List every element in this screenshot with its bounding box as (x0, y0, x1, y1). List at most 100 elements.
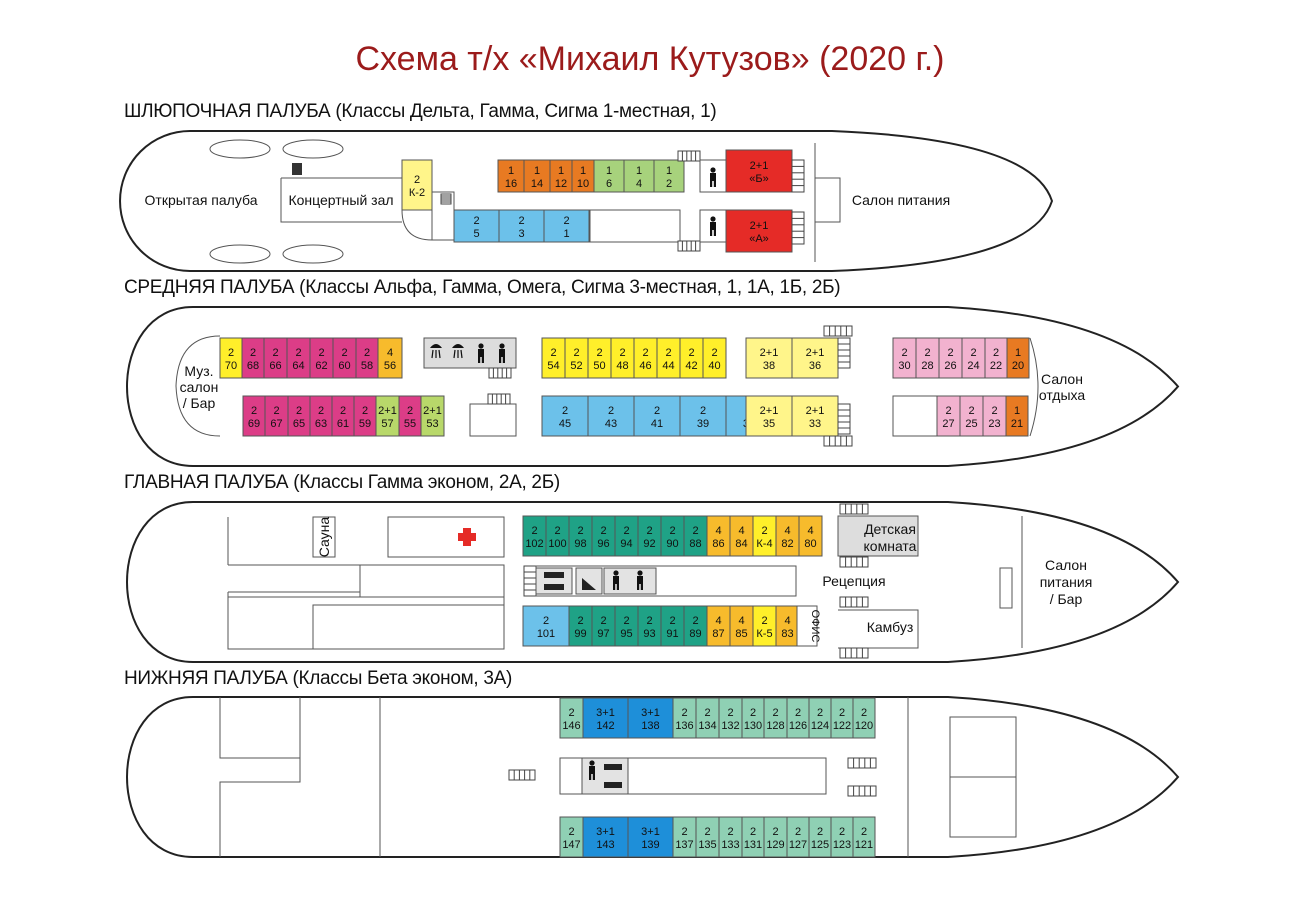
cabin-occupancy: 2 (273, 405, 279, 417)
cabin-number: 14 (531, 178, 543, 190)
boat-cabin: 23 (498, 209, 545, 243)
corridor-box (892, 395, 938, 437)
middle-cabin: 228 (915, 337, 940, 379)
cabin-occupancy: 2 (924, 347, 930, 359)
stairs (823, 325, 853, 337)
cabin-occupancy: 2 (577, 525, 583, 537)
cabin-occupancy: 2 (318, 405, 324, 417)
cabin-occupancy: 1 (580, 165, 586, 177)
cabin-occupancy: 2 (700, 405, 706, 417)
lifeboat (209, 139, 271, 159)
cabin-number: 134 (698, 720, 716, 732)
main-cabin: 295 (614, 605, 639, 647)
cabin-occupancy: 2 (568, 707, 574, 719)
cabin-occupancy: 2 (295, 347, 301, 359)
cabin-number: 52 (570, 360, 582, 372)
washer-icon (544, 584, 564, 590)
middle-cabin: 2+133 (791, 395, 839, 437)
cabin-occupancy: 2 (318, 347, 324, 359)
stairs (791, 159, 805, 193)
cabin-number: 50 (593, 360, 605, 372)
boat-cabin: 16 (593, 159, 625, 193)
cabin-number: 35 (763, 418, 775, 430)
cabin-occupancy: 2 (727, 707, 733, 719)
cabin-occupancy: 2 (550, 347, 556, 359)
cabin-occupancy: 3+1 (596, 707, 615, 719)
cabin-occupancy: 2 (704, 826, 710, 838)
cabin-occupancy: 2 (642, 347, 648, 359)
cabin-number: 125 (811, 839, 829, 851)
kids-room-label: комната (864, 538, 917, 554)
boat-cabin: 114 (523, 159, 551, 193)
cabin-occupancy: 2+1 (750, 160, 769, 172)
cabin-number: 92 (643, 538, 655, 550)
cabin-occupancy: 2+1 (760, 405, 779, 417)
cabin-number: 95 (620, 628, 632, 640)
boat-cabin: 2+1«Б» (725, 149, 793, 193)
cabin-number: 26 (944, 360, 956, 372)
middle-cabin: 266 (263, 337, 288, 379)
music-salon-wall (175, 335, 221, 437)
cabin-occupancy: 2 (608, 405, 614, 417)
wc-icon (613, 570, 619, 590)
wc-icon (710, 216, 716, 236)
cabin-occupancy: 2 (251, 405, 257, 417)
cabin-number: 85 (735, 628, 747, 640)
cabin-number: 61 (337, 418, 349, 430)
concert-hall-wall (280, 177, 402, 223)
dining-salon-label: / Бар (1050, 591, 1083, 607)
cabin-occupancy: 2 (945, 405, 951, 417)
cabin-number: 48 (616, 360, 628, 372)
cabin-number: 138 (641, 720, 659, 732)
middle-cabin: 456 (377, 337, 403, 379)
cabin-occupancy: 2 (362, 405, 368, 417)
boat-cabin: 2+1«А» (725, 209, 793, 253)
cabin-number: 3 (518, 228, 524, 240)
open-deck-label: Открытая палуба (145, 192, 258, 208)
washer-icon (544, 572, 564, 578)
wc-icon (478, 343, 484, 363)
stairs (523, 565, 537, 597)
cabin-occupancy: 2 (414, 174, 420, 186)
cabin-occupancy: 3+1 (641, 707, 660, 719)
cabin-occupancy: 1 (534, 165, 540, 177)
middle-cabin: 2+157 (375, 395, 400, 437)
cabin-number: 94 (620, 538, 632, 550)
cabin-occupancy: 2 (947, 347, 953, 359)
cabin-number: К-4 (756, 538, 772, 550)
boat-deck-title: ШЛЮПОЧНАЯ ПАЛУБА (Классы Дельта, Гамма, … (124, 101, 717, 122)
middle-cabin: 268 (241, 337, 265, 379)
cabin-number: 97 (597, 628, 609, 640)
middle-cabin: 265 (287, 395, 311, 437)
lifeboat (209, 244, 271, 264)
cabin-number: 42 (685, 360, 697, 372)
concert-hall-label: Концертный зал (288, 192, 393, 208)
cabin-occupancy: 4 (715, 615, 721, 627)
main-deck-title: ГЛАВНАЯ ПАЛУБА (Классы Гамма эконом, 2А,… (124, 472, 560, 493)
corridor-box (359, 564, 505, 598)
lower-deck-title: НИЖНЯЯ ПАЛУБА (Классы Бета эконом, 3А) (124, 668, 513, 689)
kids-room (837, 515, 919, 557)
sauna-room (312, 516, 336, 558)
cabin-number: 66 (269, 360, 281, 372)
cabin-number: 60 (338, 360, 350, 372)
cabin-occupancy: 2 (340, 405, 346, 417)
main-cabin: 293 (637, 605, 662, 647)
wc-icon (589, 760, 595, 780)
middle-cabin: 239 (679, 395, 727, 437)
cabin-occupancy: 2 (554, 525, 560, 537)
cabin-number: 69 (248, 418, 260, 430)
cabin-occupancy: 2 (839, 707, 845, 719)
cabin-number: 12 (555, 178, 567, 190)
wc-icon (499, 343, 505, 363)
cabin-number: 86 (712, 538, 724, 550)
medical-cross-icon (458, 533, 476, 541)
